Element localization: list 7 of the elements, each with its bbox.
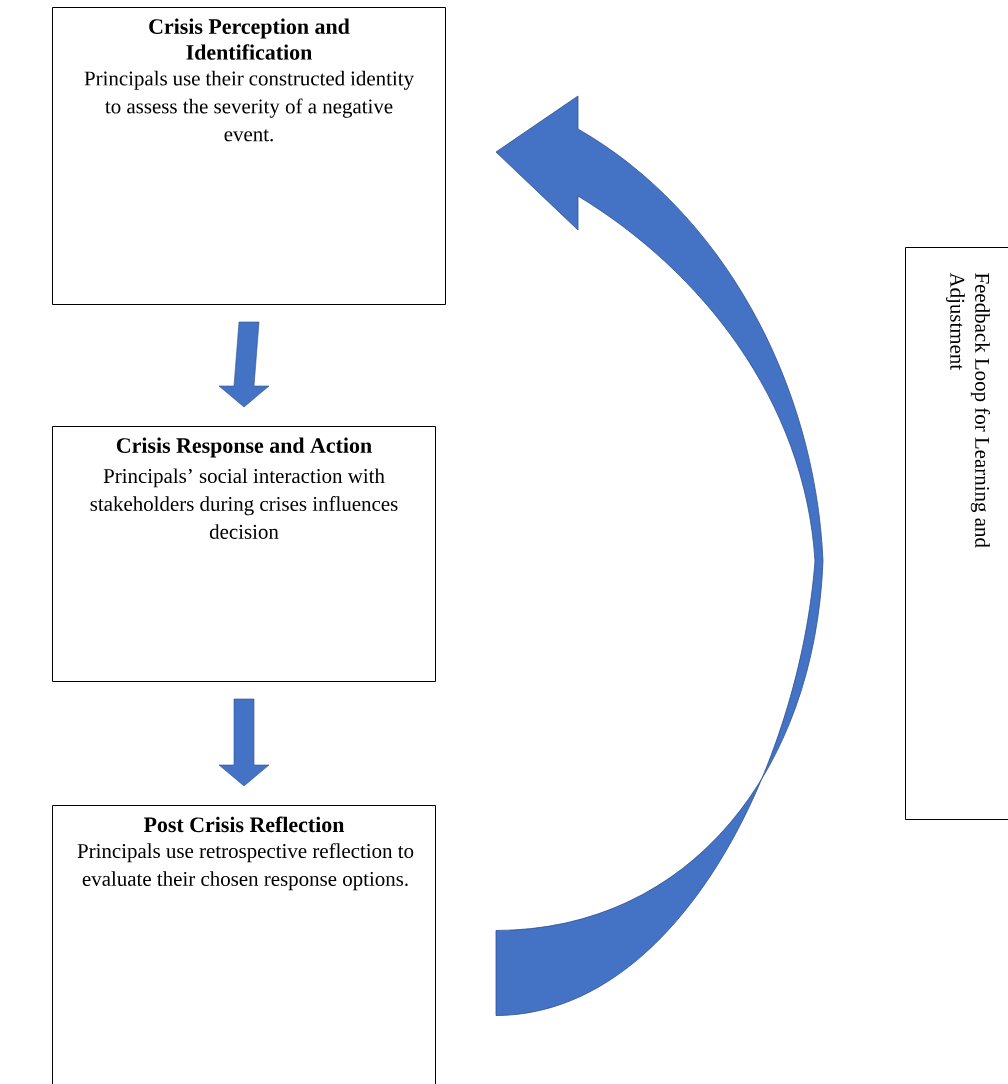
process-box: Post Crisis Reflection Principals use retrospective reflection to evaluate their chosen response options.: [52, 805, 436, 1084]
process-box: Crisis Response and Action Principals’ social interaction with stakeholders during crises influences decision: [52, 426, 436, 682]
block-arrow: [218, 698, 270, 787]
block-arrow: [218, 321, 270, 408]
text-box: Feedback Loop for Learning and Adjustment: [905, 247, 1008, 820]
process-box: Crisis Perception and Identification Principals use their constructed identity to assess the severity of a negative event.: [52, 7, 446, 305]
curved-arrow: [495, 95, 824, 1016]
